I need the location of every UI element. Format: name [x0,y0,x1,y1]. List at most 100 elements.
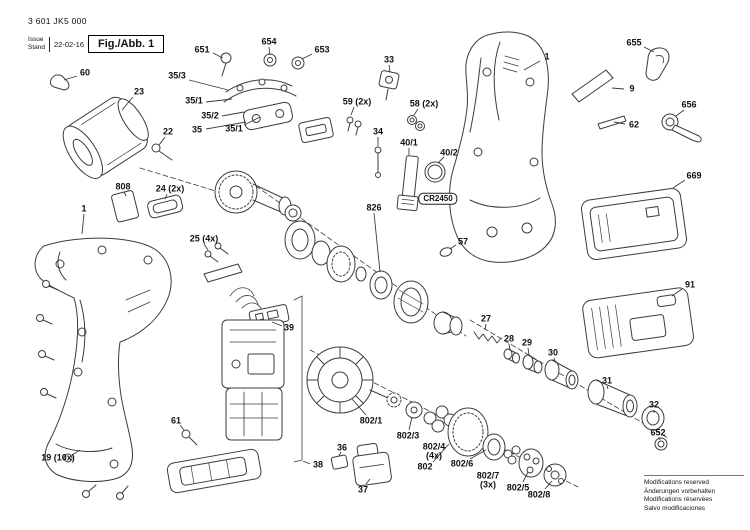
leader-line [613,121,626,125]
issue-stand-labels: Issue Stand [28,36,45,52]
cylinder-31-drawing [587,379,638,418]
leader-line [508,343,511,351]
plate-35-drawing [298,116,334,144]
part-label-59-2x: 59 (2x) [342,96,372,107]
part-label-60: 60 [79,67,91,78]
leader-line [212,52,224,59]
ring-stack-826-drawing [284,220,463,336]
housing-left-drawing [34,237,172,482]
block-36-drawing [330,454,349,470]
leader-line [484,323,487,331]
leader-line [271,321,283,327]
sleeve-29-drawing [522,354,543,374]
leader-line [63,75,78,81]
washers-58-drawing [407,115,425,131]
issue-stand-block: Issue Stand 22-02-16 [28,36,84,52]
part-label-62: 62 [628,119,640,130]
housing-right-drawing [449,31,556,263]
part-label-23: 23 [133,86,145,97]
bracket-35-drawing [223,78,297,131]
leader-line [388,64,391,73]
leader-line [449,244,457,250]
modifications-notice: Modifications reserved Änderungen vorbeh… [644,474,744,514]
leader-line [123,191,127,197]
strip-62-drawing [597,115,627,130]
screws-25-drawing [204,242,229,263]
part-label-655: 655 [626,37,642,48]
leader-line [408,416,413,431]
part-label-35-2: 35/2 [201,110,219,121]
modifications-line-en: Modifications reserved [644,478,710,486]
screw-651-drawing [220,52,232,77]
leader-line [553,357,556,363]
clip-60-drawing [49,74,70,91]
part-label-826: 826 [366,202,382,213]
stand-label: Stand [28,44,45,52]
screws-59-drawing [346,116,362,136]
issue-label: Issue [28,36,44,43]
issue-divider [49,36,50,52]
part-label-802-1: 802/1 [359,415,383,426]
part-label-33: 33 [383,54,395,65]
leader-line [179,424,185,431]
pin-22-drawing [151,143,173,161]
part-label-1: 1 [544,51,550,62]
issue-date: 22-02-16 [54,39,85,49]
part-label-669: 669 [686,170,702,181]
cap-653-drawing [291,56,305,70]
modifications-line-es: Salvo modificaciones [644,505,706,513]
part-label-38: 38 [312,459,324,470]
part-label-57: 57 [457,236,469,247]
part-label-58-2x: 58 (2x) [409,98,439,109]
part-label-656: 656 [681,99,697,110]
leader-line [675,109,685,117]
part-label-91: 91 [684,279,696,290]
leader-line [81,213,85,235]
charger-669-drawing [580,187,688,261]
leader-line [71,449,81,456]
coin-cell-40-2-drawing [424,161,446,183]
leader-line [373,212,381,273]
flag-33-drawing [378,70,400,101]
battery-91-drawing [582,287,694,359]
ring-652-drawing [654,437,668,451]
part-label-802-3: 802/3 [396,430,420,441]
part-label-651: 651 [194,44,210,55]
part-label-27: 27 [480,313,492,324]
leader-line [606,385,609,390]
leader-line [164,193,168,200]
leader-line [121,96,134,111]
output-gear-shaft-drawing [214,170,302,222]
leader-line [203,243,209,251]
pin-28-drawing [503,348,520,364]
switch-37-drawing [352,443,392,487]
button-57-drawing [439,247,453,257]
leader-line [544,480,553,490]
leader-line [365,478,371,485]
model-number: 3 601 JK5 000 [28,16,87,26]
modifications-line-fr: Modifications réservées [644,496,713,504]
leader-line [611,87,625,90]
part-label-19-10x: 19 (10x) [41,452,75,463]
leader-line [523,60,541,71]
leader-line [350,106,355,116]
leader-line [522,471,529,483]
part-label-802: 802 [417,461,433,472]
leader-line [469,449,487,460]
leader-line [205,121,247,130]
part-label-802-4-4x: 802/4 (4x) [422,441,446,461]
label-sheet-808-drawing [111,190,139,223]
leader-line [351,398,367,416]
belt-clip-655-drawing [645,47,670,81]
ring-32-drawing [641,405,665,431]
foam-strip-9-drawing [571,69,614,103]
electronics-module-38-drawing [166,263,303,494]
leader-line [243,116,261,126]
leader-line [413,108,419,116]
sleeve-23-drawing [62,96,149,179]
part-label-31: 31 [601,375,613,386]
leader-line [302,460,311,465]
plate-24-drawing [147,194,184,219]
